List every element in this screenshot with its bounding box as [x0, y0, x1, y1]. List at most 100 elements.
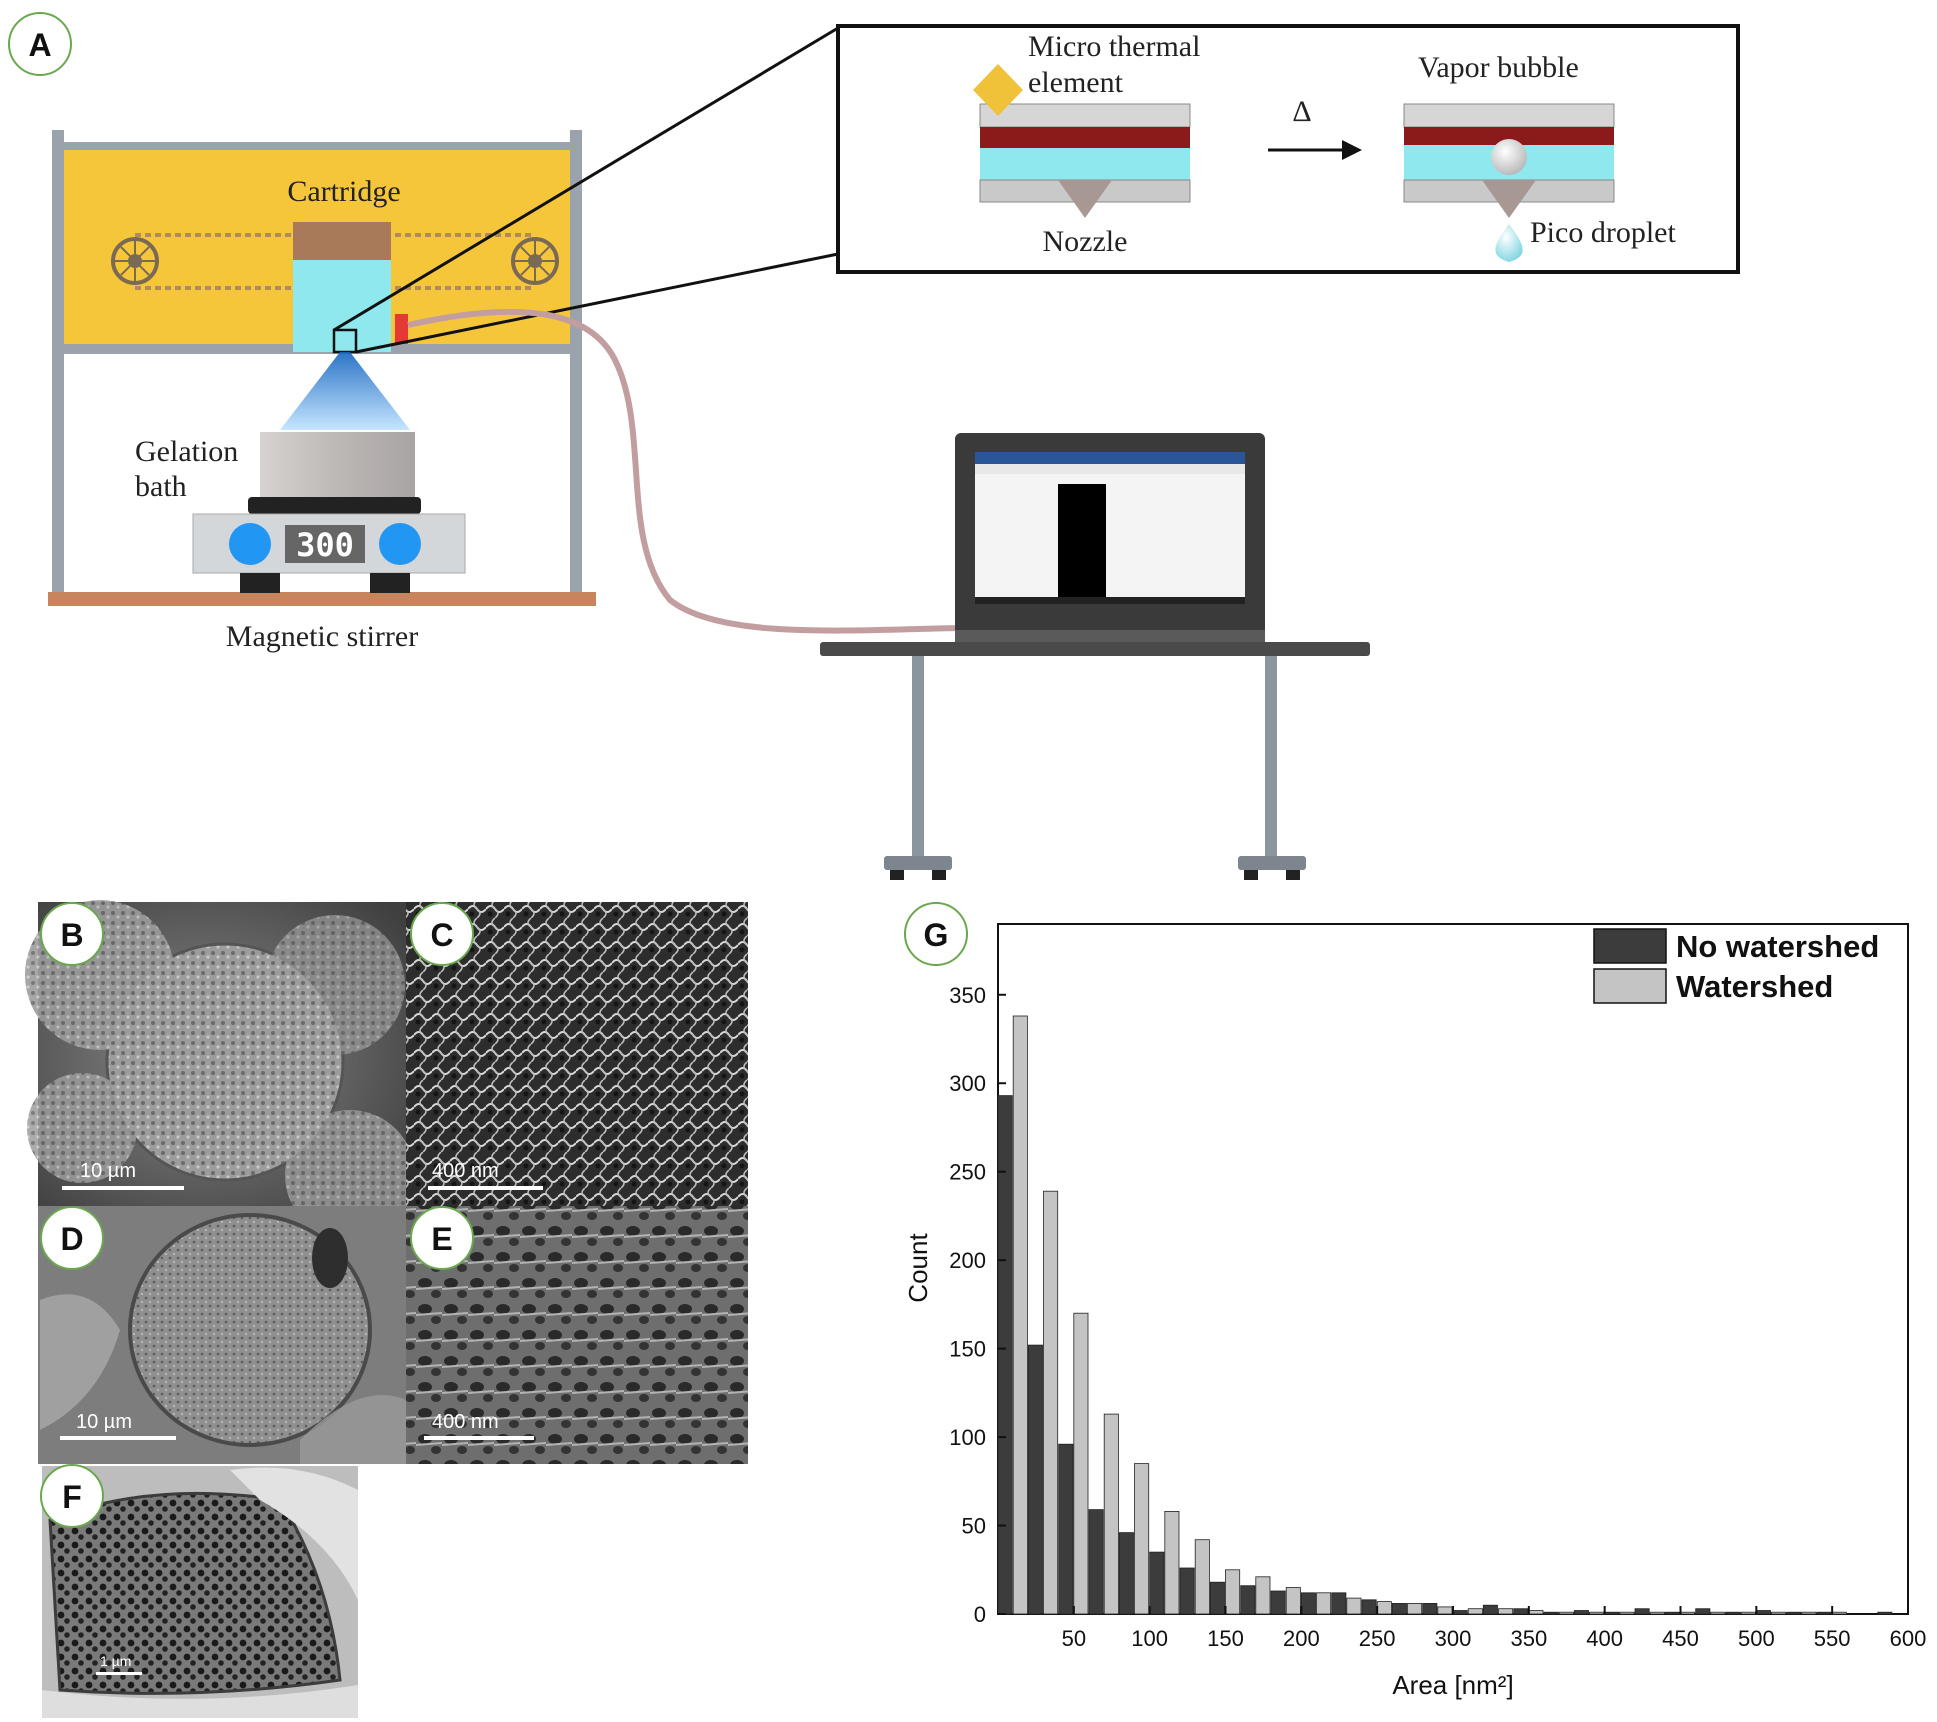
- laptop-screen-titlebar: [975, 452, 1245, 464]
- x-tick-label-500: 500: [1738, 1626, 1775, 1651]
- frame-left-post: [52, 130, 64, 592]
- panel-b-letter: B: [60, 917, 83, 953]
- x-tick-label-600: 600: [1890, 1626, 1927, 1651]
- nozzle-label: Nozzle: [1043, 225, 1128, 258]
- pulley-right-icon: [511, 237, 559, 285]
- bar-no-watershed-110: [1149, 1551, 1165, 1615]
- frame-top-beam: [52, 142, 582, 150]
- panel-f-letter: F: [62, 1479, 82, 1515]
- x-tick-label-150: 150: [1207, 1626, 1244, 1651]
- scale-label-b: 10 µm: [80, 1160, 136, 1182]
- scale-label-f: 1 µm: [100, 1653, 131, 1669]
- bar-no-watershed-70: [1088, 1509, 1104, 1615]
- vapor-bubble-label: Vapor bubble: [1418, 51, 1579, 84]
- magnetic-stirrer: 300: [192, 497, 466, 593]
- thermal-inkjet-inset: Micro thermal element Nozzle Δ Vapor bub…: [836, 24, 1740, 274]
- bar-watershed-50: [1073, 1312, 1089, 1615]
- bar-watershed-170: [1255, 1576, 1271, 1615]
- panel-f-badge: [40, 1464, 104, 1528]
- bar-no-watershed-590: [1877, 1611, 1893, 1615]
- bar-watershed-130: [1194, 1539, 1210, 1615]
- table-leg-right: [1265, 656, 1277, 866]
- bar-watershed-390: [1589, 1611, 1605, 1615]
- stirrer-knob-right-icon[interactable]: [379, 523, 421, 565]
- bar-no-watershed-490: [1725, 1611, 1741, 1615]
- y-tick-label-100: 100: [949, 1425, 986, 1450]
- frame-right-post: [570, 130, 582, 592]
- bar-no-watershed-230: [1331, 1592, 1347, 1615]
- bar-no-watershed-550: [1816, 1611, 1832, 1615]
- nozzle-icon: [1058, 180, 1112, 218]
- y-tick-label-250: 250: [949, 1160, 986, 1185]
- bar-no-watershed-510: [1755, 1610, 1771, 1615]
- bar-watershed-490: [1740, 1611, 1756, 1615]
- y-tick-label-200: 200: [949, 1248, 986, 1273]
- laptop-base: [955, 630, 1265, 642]
- bar-watershed-530: [1801, 1611, 1817, 1615]
- panel-g-badge: [904, 902, 968, 966]
- bar-watershed-10: [1012, 1015, 1028, 1615]
- bar-watershed-70: [1103, 1413, 1119, 1615]
- panel-e-badge: [410, 1206, 474, 1270]
- stirrer-knob-left-icon[interactable]: [229, 523, 271, 565]
- bar-watershed-550: [1831, 1611, 1847, 1615]
- y-tick-label-350: 350: [949, 983, 986, 1008]
- laptop-screen[interactable]: [975, 452, 1245, 602]
- bar-watershed-470: [1710, 1611, 1726, 1615]
- panel-e-letter: E: [431, 1221, 452, 1257]
- legend-label-watershed: Watershed: [1676, 969, 1833, 1004]
- x-tick-label-400: 400: [1586, 1626, 1623, 1651]
- cartridge-cap: [293, 222, 391, 260]
- scale-bar-f: [96, 1672, 142, 1675]
- droplet-spray: [280, 352, 410, 430]
- bar-no-watershed-430: [1634, 1608, 1650, 1615]
- x-tick-label-350: 350: [1510, 1626, 1547, 1651]
- bar-watershed-210: [1316, 1592, 1332, 1615]
- cartridge-chip: [395, 314, 408, 344]
- bar-watershed-430: [1649, 1611, 1665, 1615]
- bar-watershed-510: [1771, 1611, 1787, 1615]
- pico-droplet-icon: [1495, 224, 1523, 262]
- bar-watershed-30: [1043, 1190, 1059, 1615]
- stirrer-foot-right: [370, 573, 410, 593]
- scale-bar-d: [60, 1436, 176, 1440]
- data-cable: [407, 308, 961, 634]
- bar-no-watershed-530: [1786, 1611, 1802, 1615]
- x-tick-label-100: 100: [1131, 1626, 1168, 1651]
- bar-no-watershed-410: [1604, 1611, 1620, 1615]
- bar-watershed-190: [1285, 1587, 1301, 1615]
- frame-base-board: [48, 592, 596, 606]
- bar-no-watershed-270: [1391, 1603, 1407, 1615]
- panel-d-badge: [40, 1206, 104, 1270]
- table-top: [820, 642, 1370, 656]
- vapor-bubble-icon: [1491, 139, 1527, 175]
- bar-watershed-150: [1225, 1569, 1241, 1615]
- x-tick-label-450: 450: [1662, 1626, 1699, 1651]
- computer-station: [820, 433, 1370, 880]
- panel-e: E 400 nm: [406, 1206, 748, 1464]
- histogram-bars: [997, 1015, 1893, 1615]
- bar-no-watershed-390: [1573, 1610, 1589, 1615]
- gelation-label-line1: Gelation: [135, 435, 238, 468]
- y-tick-label-50: 50: [962, 1514, 986, 1539]
- scale-label-c: 400 nm: [432, 1160, 499, 1182]
- zoom-connector-lines: [333, 26, 839, 354]
- micro-thermal-element-icon: [973, 64, 1023, 116]
- x-tick-label-250: 250: [1359, 1626, 1396, 1651]
- sem-panels: B 10 µm C 400 nm D 10 µm E: [25, 900, 748, 1718]
- bar-no-watershed-190: [1270, 1590, 1286, 1615]
- table-foot-right: [1238, 856, 1306, 870]
- stirrer-display: [285, 525, 365, 563]
- bar-no-watershed-370: [1543, 1611, 1559, 1615]
- laptop-screen-taskbar: [975, 597, 1245, 604]
- delta-label: Δ: [1292, 95, 1311, 128]
- bar-no-watershed-350: [1513, 1608, 1529, 1615]
- bar-no-watershed-250: [1361, 1599, 1377, 1615]
- panel-c: C 400 nm: [406, 902, 748, 1206]
- bar-no-watershed-130: [1179, 1567, 1195, 1615]
- bar-no-watershed-450: [1664, 1611, 1680, 1615]
- x-axis-title: Area [nm²]: [1392, 1670, 1513, 1700]
- table-foot-left: [884, 856, 952, 870]
